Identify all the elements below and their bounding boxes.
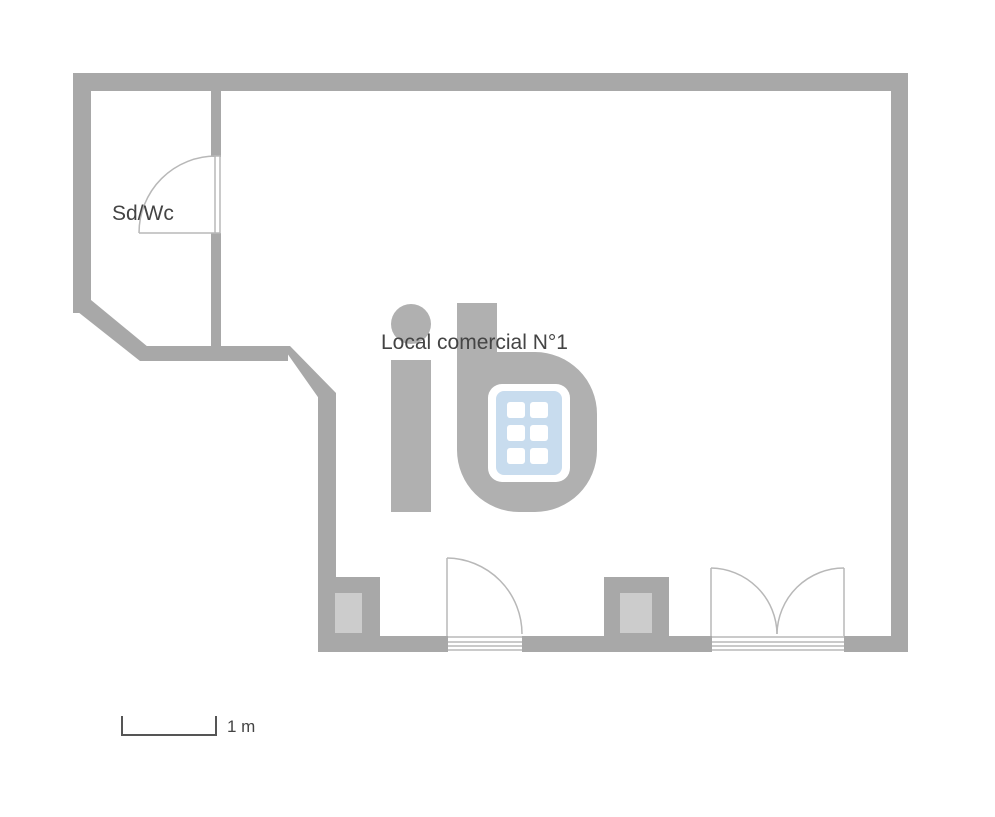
ib-logo-building-icon [391,303,597,512]
column-left [333,577,380,640]
column-right [604,577,669,640]
scale-bar [121,716,217,736]
room-label-sd-wc: Sd/Wc [112,202,174,225]
double-door [710,567,845,651]
wc-door [138,155,221,234]
scale-label: 1 m [227,717,256,736]
entrance-door [446,557,523,651]
room-label-local-comercial: Local comercial N°1 [381,331,568,354]
